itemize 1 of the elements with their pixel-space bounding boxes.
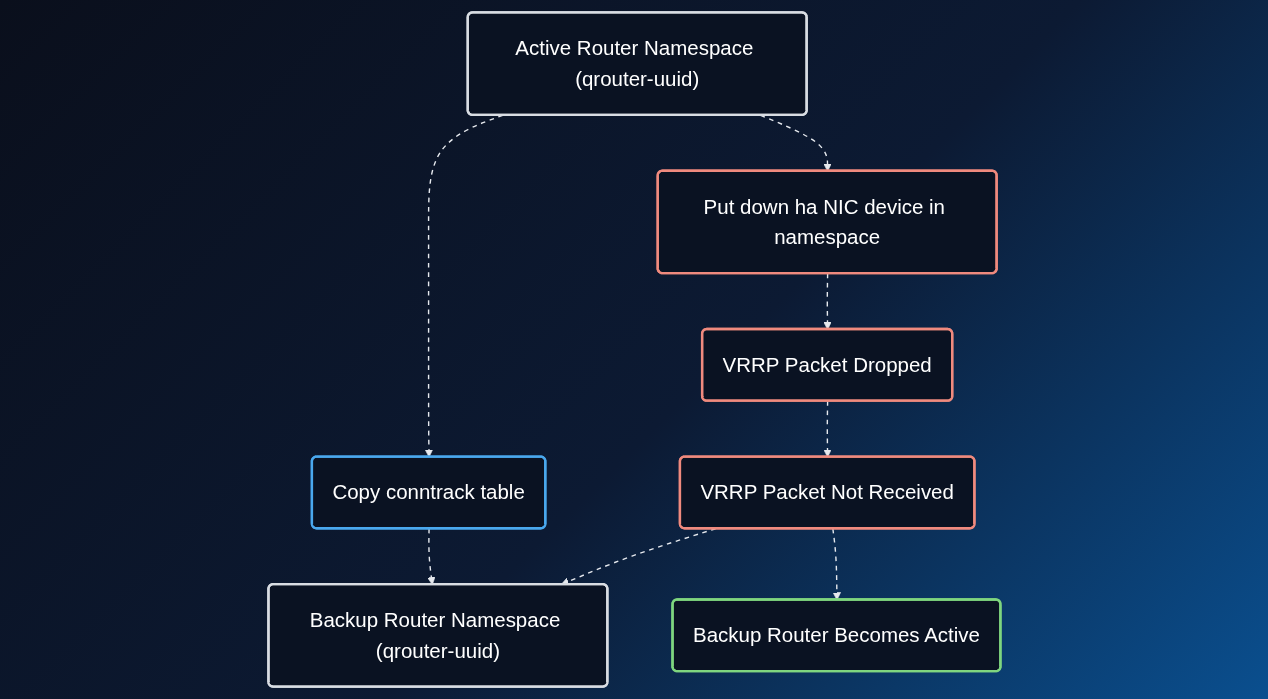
arrow [426, 528, 435, 585]
